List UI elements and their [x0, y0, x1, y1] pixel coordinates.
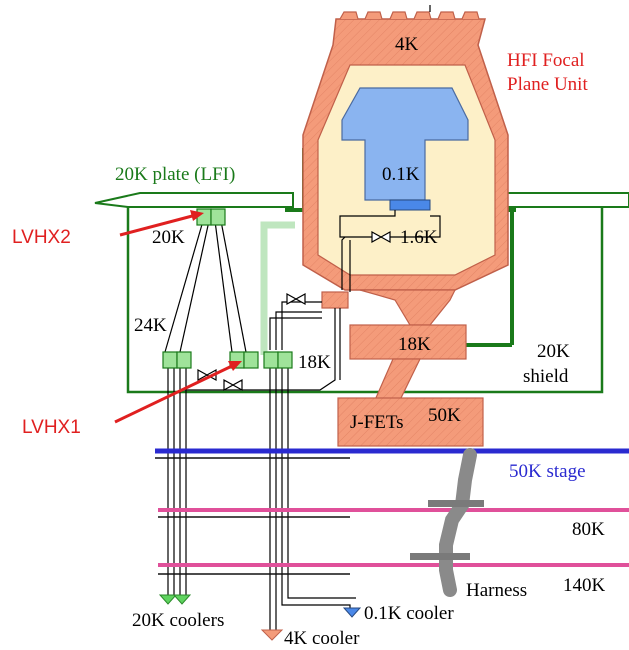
harness-clamp-80k [428, 500, 484, 507]
label-lvhx1: LVHX1 [22, 417, 81, 438]
arrow-20k-cooler-2 [172, 594, 192, 605]
label-140k: 140K [563, 575, 606, 596]
hfi-neck-lower [374, 358, 421, 401]
hx-20k-b [210, 208, 226, 226]
harness-clamp-140k [410, 553, 470, 560]
label-01k-cooler: 0.1K cooler [364, 603, 454, 624]
box-18k [349, 324, 467, 360]
label-jfets: J-FETs [350, 412, 404, 433]
label-18k-box: 18K [398, 334, 431, 355]
label-plate-lfi: 20K plate (LFI) [115, 164, 235, 185]
hfi-16k-loop [339, 210, 441, 238]
hx-24k-a [162, 351, 178, 369]
hx-18k-b [277, 351, 293, 369]
hx-24k-b [176, 351, 192, 369]
lvhx1-arrow-line [114, 363, 235, 424]
label-lvhx2: LVHX2 [12, 227, 71, 248]
label-24k: 24K [134, 315, 167, 336]
hfi-top-crenel [339, 11, 480, 20]
lvhx1-arrow-head [228, 361, 242, 371]
label-hfi-1: HFI Focal [507, 50, 585, 71]
label-hfi-2: Plane Unit [507, 74, 588, 95]
label-4k-top: 4K [395, 34, 419, 55]
label-harness: Harness [466, 580, 527, 601]
plate-lfi-left [94, 192, 294, 208]
valve-lower [223, 378, 243, 392]
hx-lvhx1-b [243, 351, 259, 369]
box-jfets [337, 397, 484, 447]
label-18k-small: 18K [298, 352, 331, 373]
light-green-pipe [260, 221, 295, 355]
label-16k: 1.6K [400, 227, 438, 248]
arrow-20k-cooler-1 [158, 594, 178, 605]
hfi-01k-plate [389, 199, 431, 211]
hfi-small-box [321, 291, 349, 309]
arrow-01k-cooler [342, 607, 362, 618]
label-shield-1: 20K [537, 341, 570, 362]
valve-upper [286, 292, 306, 306]
arrow-4k-cooler [260, 629, 284, 641]
label-stage-50k: 50K stage [509, 461, 586, 482]
valve-16k [371, 230, 391, 244]
shield-20k-outline [126, 207, 604, 394]
label-80k: 80K [572, 519, 605, 540]
hx-20k-a [196, 208, 212, 226]
lvhx2-arrow-line [119, 213, 197, 237]
label-4k-cooler: 4K cooler [284, 628, 360, 649]
hfi-neck [359, 289, 456, 326]
harness-cable [439, 448, 477, 597]
label-01k: 0.1K [382, 164, 420, 185]
hx-18k-a [263, 351, 279, 369]
plate-lfi-right [505, 192, 629, 208]
label-50k: 50K [428, 405, 461, 426]
label-20k-left: 20K [152, 227, 185, 248]
lvhx2-arrow-head [190, 210, 204, 221]
label-shield-2: shield [523, 366, 569, 387]
label-20k-coolers: 20K coolers [132, 610, 224, 631]
